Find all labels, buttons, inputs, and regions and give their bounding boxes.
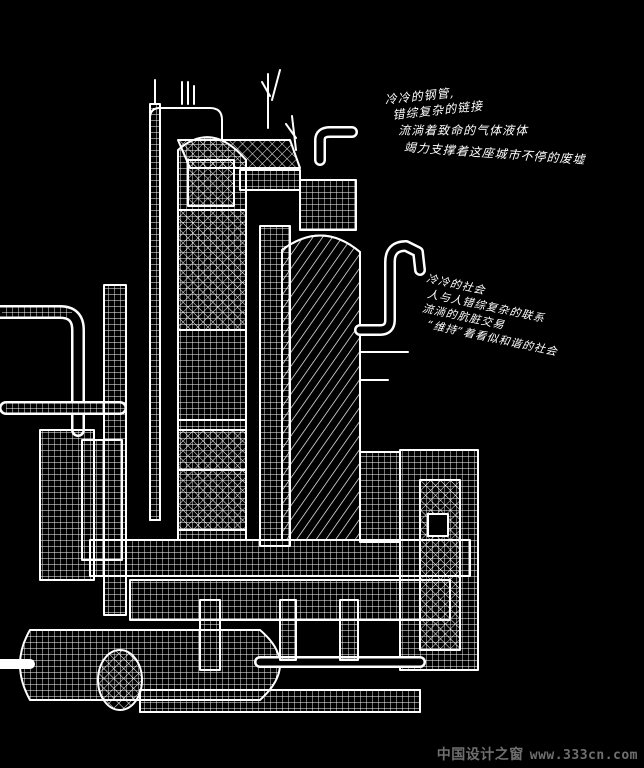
right-pipes (299, 126, 426, 381)
chimneys (149, 69, 297, 521)
support-legs (199, 599, 359, 671)
poem-top-line: 流淌着致命的气体液体 (398, 124, 529, 139)
main-duct (89, 449, 479, 671)
main-tower (177, 136, 247, 541)
watermark-brand: 中国设计之窗 (436, 747, 524, 763)
left-inlet-pipes (0, 305, 127, 437)
right-tank (259, 225, 361, 547)
watermark: 中国设计之窗 www.333cn.com (437, 744, 638, 764)
roof-platform (177, 139, 301, 191)
watermark-site: www.333cn.com (529, 748, 638, 763)
